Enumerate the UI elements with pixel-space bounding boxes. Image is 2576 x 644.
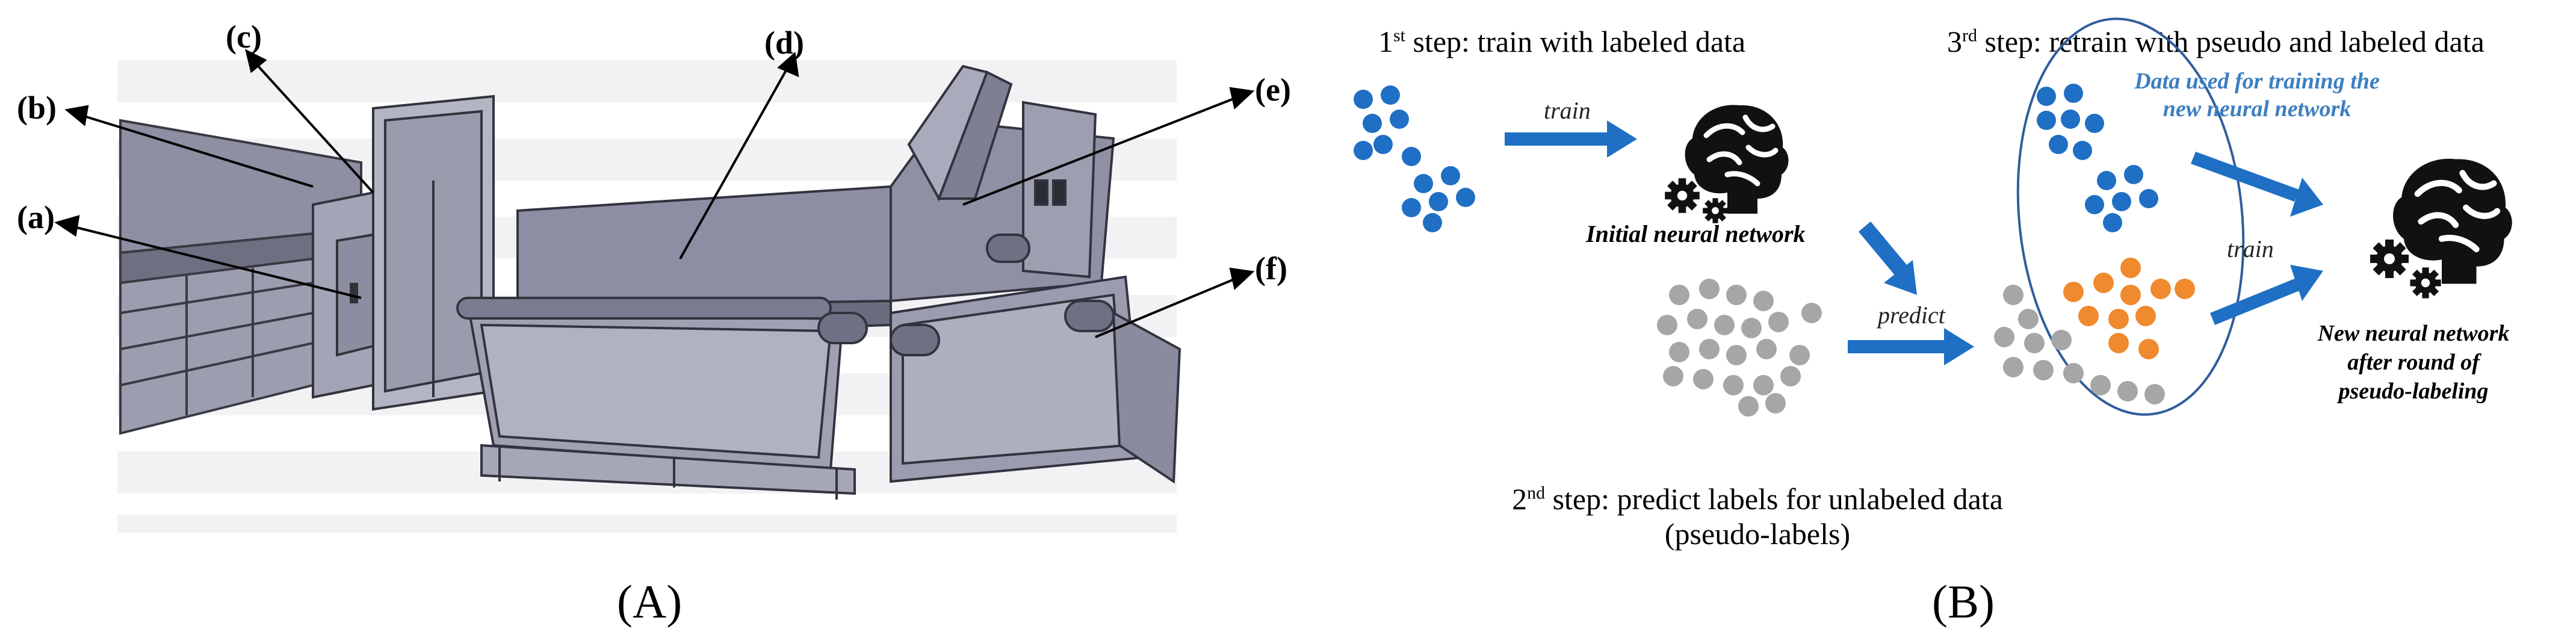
step3-text: 3rd step: retrain with pseudo and labele… bbox=[1947, 25, 2485, 58]
initial-gear-icon bbox=[1665, 178, 1700, 213]
arrowhead-e bbox=[1229, 87, 1255, 110]
central-conveyor bbox=[456, 185, 892, 500]
data-used-label: Data used for training the new neural ne… bbox=[2088, 67, 2426, 123]
arrow-b bbox=[78, 113, 314, 188]
train-label-2: train bbox=[2227, 235, 2274, 262]
new-gear-small-icon bbox=[2410, 267, 2441, 299]
predict-arrow bbox=[1848, 328, 1974, 365]
new-network-line2: after round of bbox=[2347, 350, 2480, 375]
callout-b: (b) bbox=[17, 90, 57, 126]
arrow-c bbox=[252, 59, 374, 194]
callout-f: (f) bbox=[1255, 250, 1287, 286]
data-used-line2: new neural network bbox=[2163, 96, 2352, 122]
callout-d: (d) bbox=[764, 25, 804, 61]
initial-network-label: Initial neural network bbox=[1586, 220, 1806, 247]
remaining-unlabeled-points bbox=[1994, 285, 2165, 404]
arrowhead-f bbox=[1229, 267, 1255, 290]
data-used-line1: Data used for training the bbox=[2134, 69, 2380, 94]
train-arrow-1 bbox=[1505, 120, 1637, 158]
arrowhead-a bbox=[54, 215, 80, 237]
retrain-arrows bbox=[2191, 152, 2323, 325]
callout-e: (e) bbox=[1255, 72, 1291, 108]
control-cabinet bbox=[312, 94, 495, 411]
arrowhead-c bbox=[245, 49, 267, 73]
unlabeled-data-points bbox=[1657, 279, 1822, 416]
network-to-predict-arrow bbox=[1859, 221, 1917, 295]
arrow-a bbox=[69, 224, 362, 299]
new-gear-icon bbox=[2370, 240, 2409, 278]
initial-brain-icon bbox=[1685, 105, 1789, 214]
arrow-e bbox=[962, 95, 1240, 206]
labeled-data-points bbox=[1354, 85, 1475, 232]
new-network-line1: New neural network bbox=[2317, 321, 2510, 346]
panel-label-a: (A) bbox=[617, 575, 683, 628]
left-conveyor bbox=[119, 119, 362, 435]
callout-c: (c) bbox=[226, 19, 262, 55]
callout-a: (a) bbox=[17, 199, 55, 235]
step1-text: 1st step: train with labeled data bbox=[1378, 25, 1746, 58]
arrowhead-b bbox=[64, 105, 89, 126]
new-brain-icon bbox=[2393, 159, 2512, 284]
arrowhead-d bbox=[777, 52, 799, 78]
callout-arrows bbox=[54, 49, 1255, 338]
predict-label: predict bbox=[1878, 302, 1945, 329]
panel-label-b: (B) bbox=[1932, 575, 1995, 628]
pseudo-labeled-points bbox=[2063, 258, 2195, 359]
new-network-line3: pseudo-labeling bbox=[2338, 379, 2489, 404]
training-data-ellipse bbox=[2016, 17, 2245, 416]
step2-line2: (pseudo-labels) bbox=[1664, 517, 1851, 551]
train-label-1: train bbox=[1544, 97, 1591, 124]
arrow-f bbox=[1095, 276, 1240, 338]
retrain-labeled-points bbox=[2037, 84, 2158, 232]
right-unit bbox=[817, 64, 1181, 484]
arrow-d bbox=[679, 66, 790, 259]
new-network-label: New neural network after round of pseudo… bbox=[2275, 319, 2552, 406]
step2-text: 2nd step: predict labels for unlabeled d… bbox=[1487, 481, 2028, 551]
